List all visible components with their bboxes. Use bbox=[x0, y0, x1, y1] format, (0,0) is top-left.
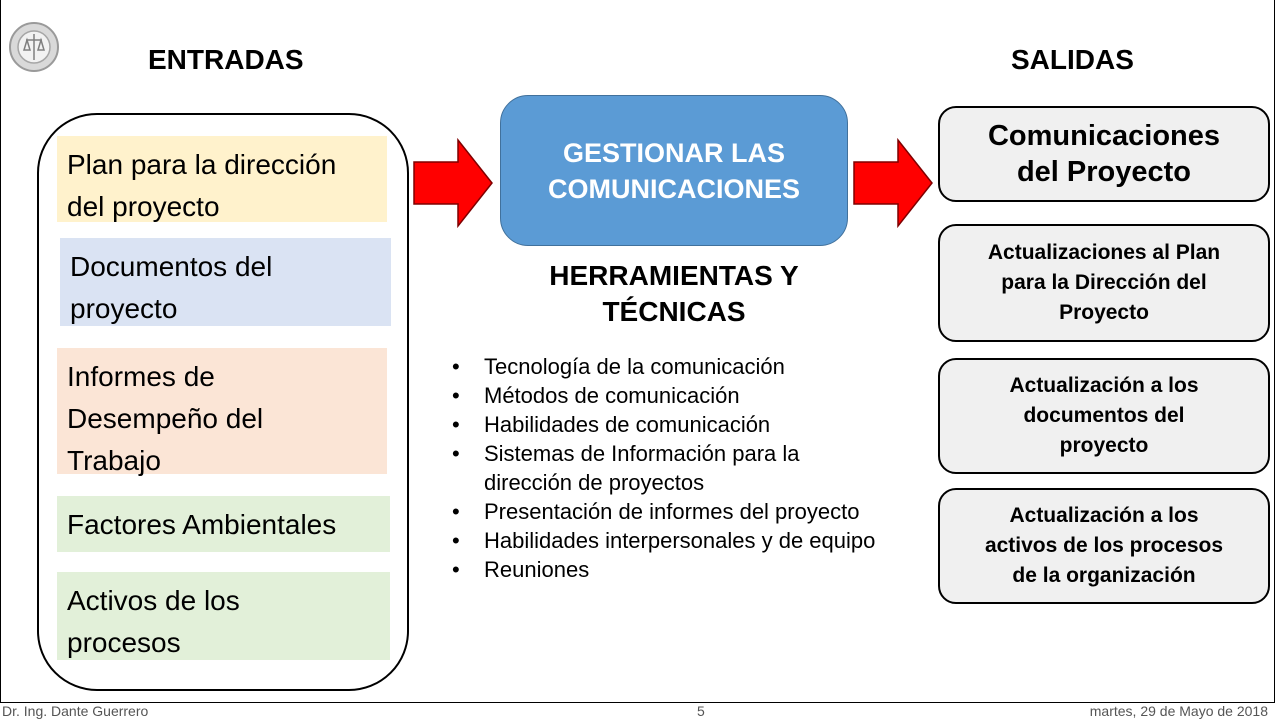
tool-item: •Reuniones bbox=[452, 557, 590, 582]
output-line: de la organización bbox=[1012, 564, 1196, 587]
output-line: Comunicaciones bbox=[987, 120, 1221, 152]
input-informes: Informes de Desempeño del Trabajo bbox=[57, 348, 387, 476]
input-arrow-icon bbox=[413, 138, 493, 228]
output-line: activos de los procesos bbox=[984, 534, 1224, 557]
input-line: del proyecto bbox=[67, 191, 220, 222]
output-arrow-icon bbox=[853, 138, 933, 228]
output-line: proyecto bbox=[1059, 434, 1149, 457]
process-line: GESTIONAR LAS bbox=[562, 137, 785, 168]
input-factores: Factores Ambientales bbox=[57, 496, 390, 552]
tool-item: •Tecnología de la comunicación bbox=[452, 354, 785, 379]
input-line: proyecto bbox=[70, 293, 178, 324]
output-line: Actualización a los bbox=[1009, 504, 1199, 527]
process-line: COMUNICACIONES bbox=[547, 173, 800, 204]
inputs-heading: ENTRADAS bbox=[148, 44, 304, 75]
tool-item: •Sistemas de Información para la direcci… bbox=[452, 441, 800, 495]
process-box: GESTIONAR LAS COMUNICACIONES bbox=[500, 95, 848, 246]
input-line: Desempeño del bbox=[67, 403, 264, 434]
tools-title-line: TÉCNICAS bbox=[602, 296, 746, 327]
input-line: Informes de bbox=[67, 361, 215, 392]
input-line: Plan para la dirección bbox=[67, 149, 337, 180]
inputs-container bbox=[37, 113, 409, 691]
output-actualizaciones-plan: Actualizaciones al Plan para la Direcció… bbox=[938, 224, 1270, 342]
footer-author: Dr. Ing. Dante Guerrero bbox=[2, 703, 149, 719]
tools-title: HERRAMIENTAS Y TÉCNICAS bbox=[500, 258, 848, 330]
outputs-heading: SALIDAS bbox=[1011, 44, 1134, 75]
output-line: Proyecto bbox=[1059, 301, 1149, 324]
tools-list: •Tecnología de la comunicación •Métodos … bbox=[450, 352, 890, 584]
tools-title-line: HERRAMIENTAS Y bbox=[549, 260, 799, 291]
tool-item: •Métodos de comunicación bbox=[452, 383, 740, 408]
university-seal-icon bbox=[9, 22, 59, 72]
input-plan: Plan para la dirección del proyecto bbox=[57, 136, 387, 222]
tool-item: •Habilidades de comunicación bbox=[452, 412, 771, 437]
output-actualizacion-activos: Actualización a los activos de los proce… bbox=[938, 488, 1270, 604]
input-line: procesos bbox=[67, 627, 181, 658]
input-documentos: Documentos del proyecto bbox=[60, 238, 391, 326]
input-line: Trabajo bbox=[67, 445, 161, 476]
input-line: Factores Ambientales bbox=[67, 509, 337, 540]
output-actualizacion-documentos: Actualización a los documentos del proye… bbox=[938, 358, 1270, 474]
output-line: Actualización a los bbox=[1009, 374, 1199, 397]
footer-page-number: 5 bbox=[697, 703, 705, 719]
input-activos: Activos de los procesos bbox=[57, 572, 390, 660]
output-line: para la Dirección del bbox=[1001, 271, 1207, 294]
input-line: Activos de los bbox=[67, 585, 240, 616]
output-line: documentos del bbox=[1023, 404, 1185, 427]
tool-item: •Presentación de informes del proyecto bbox=[452, 499, 860, 524]
output-comunicaciones: Comunicaciones del Proyecto bbox=[938, 106, 1270, 202]
output-line: Actualizaciones al Plan bbox=[987, 241, 1221, 264]
tool-item: •Habilidades interpersonales y de equipo bbox=[452, 528, 876, 553]
footer-date: martes, 29 de Mayo de 2018 bbox=[1089, 703, 1268, 719]
output-line: del Proyecto bbox=[1016, 156, 1192, 188]
slide-frame bbox=[0, 0, 1275, 703]
input-line: Documentos del bbox=[70, 251, 273, 282]
